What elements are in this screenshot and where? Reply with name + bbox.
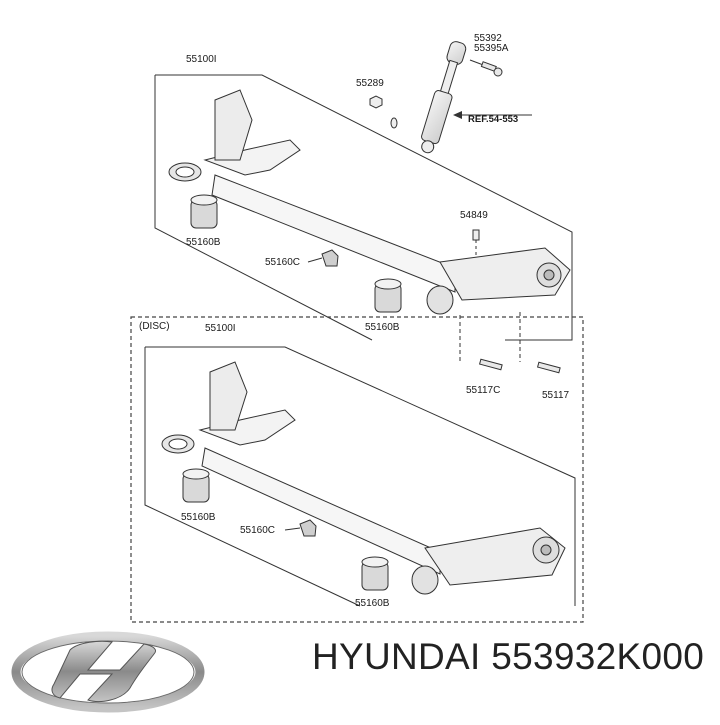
cap-leader bbox=[307, 257, 323, 263]
lower-bolts bbox=[459, 312, 561, 374]
label-ref: REF.54-553 bbox=[468, 114, 518, 125]
label-55100i: 55100I bbox=[186, 54, 217, 65]
label-54849: 54849 bbox=[460, 210, 488, 221]
brand-caption: HYUNDAI 553932K000 bbox=[312, 636, 705, 677]
label-disc-55160c: 55160C bbox=[240, 525, 275, 536]
torsion-beam bbox=[168, 89, 571, 315]
bushing-left bbox=[190, 194, 218, 229]
label-55160b-right: 55160B bbox=[365, 322, 400, 333]
label-55392: 55392 bbox=[474, 33, 502, 44]
label-disc-55100i: 55100I bbox=[205, 323, 236, 334]
hyundai-logo-icon bbox=[8, 630, 208, 714]
disc-dashed-frame bbox=[130, 316, 584, 623]
disc-bushing-left bbox=[182, 468, 210, 503]
label-disc-55160b-right: 55160B bbox=[355, 598, 390, 609]
label-disc: (DISC) bbox=[139, 321, 170, 332]
mid-bolt bbox=[472, 229, 480, 255]
label-55117c: 55117C bbox=[466, 385, 500, 396]
disc-torsion-beam bbox=[161, 361, 566, 595]
ref-arrow bbox=[453, 111, 462, 119]
label-disc-55160b-left: 55160B bbox=[181, 512, 216, 523]
disc-cap-leader bbox=[284, 527, 301, 531]
disc-cap bbox=[299, 519, 317, 537]
cap bbox=[321, 249, 339, 267]
label-55117: 55117 bbox=[542, 390, 570, 401]
disc-bushing-right bbox=[361, 556, 389, 591]
label-55289: 55289 bbox=[356, 78, 384, 89]
label-55160b-left: 55160B bbox=[186, 237, 221, 248]
shock-absorber bbox=[421, 41, 495, 154]
top-bolt bbox=[480, 61, 503, 77]
top-assembly-frame bbox=[154, 74, 573, 341]
nut-washer bbox=[369, 95, 398, 129]
label-55160c: 55160C bbox=[265, 257, 300, 268]
label-55395a: 55395A bbox=[474, 43, 509, 54]
bushing-right bbox=[374, 278, 402, 313]
disc-assembly-frame bbox=[144, 346, 576, 607]
